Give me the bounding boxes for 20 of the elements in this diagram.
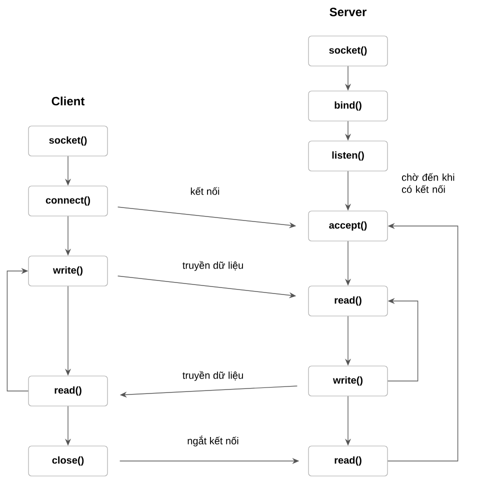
edge-label: ngắt kết nối	[188, 436, 238, 446]
process-box: write()	[28, 256, 108, 286]
process-box: bind()	[308, 90, 388, 122]
process-box: close()	[28, 446, 108, 476]
process-box: read()	[308, 286, 388, 316]
edge-label: kết nối	[190, 187, 220, 195]
edge-label: truyền dữ liệu	[182, 261, 243, 271]
process-box: listen()	[308, 140, 388, 172]
process-box: read()	[308, 446, 388, 476]
column-heading: Server	[330, 8, 366, 16]
arrow	[6, 268, 29, 392]
process-box: write()	[308, 366, 388, 396]
process-box: accept()	[308, 210, 388, 242]
column-heading: Client	[52, 96, 85, 106]
edge-label: truyền dữ liệu	[182, 371, 243, 381]
note-text: chờ đến khi có kết nối	[402, 173, 454, 193]
process-box: socket()	[28, 126, 108, 156]
process-box: read()	[28, 376, 108, 406]
process-box: socket()	[308, 36, 388, 66]
process-box: connect()	[28, 186, 108, 216]
